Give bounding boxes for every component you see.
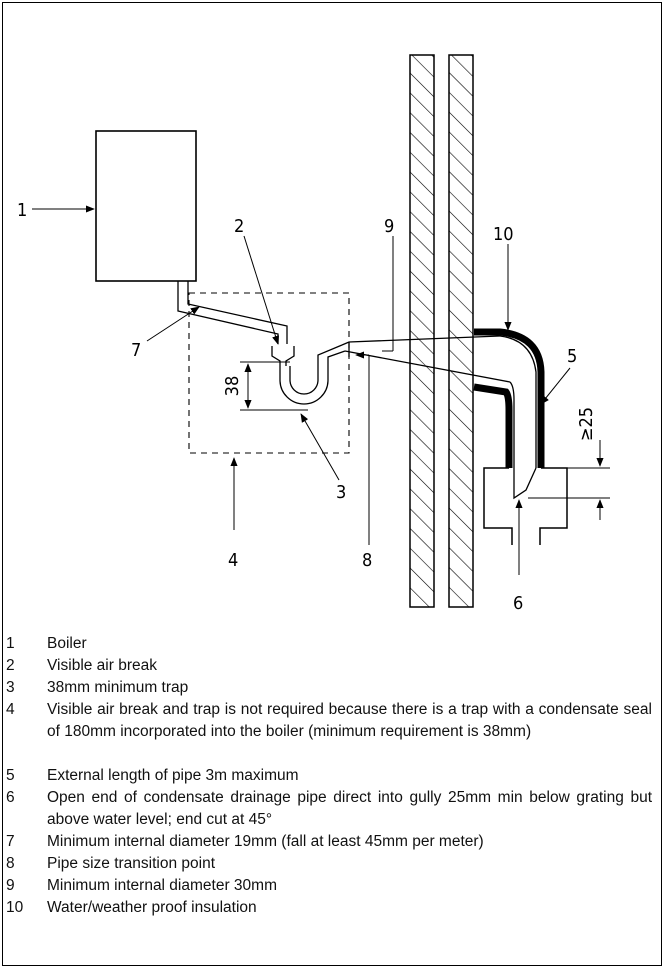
callout-4: 4 — [228, 550, 238, 571]
trap-dimension-label: 38 — [222, 376, 243, 397]
legend-text: Visible air break and trap is not requir… — [47, 701, 652, 740]
legend-item: 7 Minimum internal diameter 19mm (fall a… — [0, 831, 660, 853]
callout-2: 2 — [234, 216, 244, 237]
legend-number: 8 — [6, 855, 15, 872]
legend-text: Minimum internal diameter 30mm — [47, 877, 277, 894]
legend-text: 38mm minimum trap — [47, 679, 189, 696]
callout-10: 10 — [493, 224, 514, 245]
boiler-outlet-pipe — [177, 281, 288, 344]
legend-text: Open end of condensate drainage pipe dir… — [47, 789, 652, 828]
callout-5: 5 — [567, 346, 577, 367]
pipe-insulation — [473, 328, 545, 468]
main-drain-pipe — [341, 335, 537, 500]
callout-6: 6 — [513, 593, 523, 614]
grating-dimension — [528, 440, 610, 520]
air-break-funnel — [271, 346, 295, 366]
legend-item: 3 38mm minimum trap — [0, 677, 660, 699]
legend-number: 1 — [6, 635, 15, 652]
callout-1: 1 — [17, 200, 27, 221]
legend-item: 4 Visible air break and trap is not requ… — [0, 699, 660, 765]
legend-number: 7 — [6, 833, 15, 850]
callout-7: 7 — [131, 340, 141, 361]
trap-dimension — [240, 361, 308, 411]
legend-item: 1 Boiler — [0, 633, 660, 655]
legend-text: Water/weather proof insulation — [47, 899, 257, 916]
legend-item: 6 Open end of condensate drainage pipe d… — [0, 787, 660, 831]
wall — [409, 54, 474, 608]
legend-number: 4 — [6, 701, 15, 718]
legend-text: External length of pipe 3m maximum — [47, 767, 299, 784]
legend-item: 8 Pipe size transition point — [0, 853, 660, 875]
leader-lines — [32, 205, 571, 575]
gully — [483, 467, 568, 545]
legend-number: 3 — [6, 679, 15, 696]
condensate-diagram: 38 ≥25 1 2 9 10 5 7 3 4 8 6 — [17, 54, 610, 614]
legend-text: Minimum internal diameter 19mm (fall at … — [47, 833, 484, 850]
trap — [279, 344, 346, 405]
legend-text: Boiler — [47, 635, 87, 652]
legend-text: Pipe size transition point — [47, 855, 216, 872]
legend-item: 5 External length of pipe 3m maximum — [0, 765, 660, 787]
legend-item: 10 Water/weather proof insulation — [0, 897, 660, 919]
grating-dimension-label: ≥25 — [576, 407, 597, 441]
legend-number: 5 — [6, 767, 15, 784]
legend-number: 10 — [6, 899, 24, 916]
legend-number: 6 — [6, 789, 15, 806]
trap-zone-outline — [188, 292, 350, 454]
legend-number: 9 — [6, 877, 15, 894]
legend-item: 2 Visible air break — [0, 655, 660, 677]
boiler — [95, 130, 197, 282]
legend-text: Visible air break — [47, 657, 157, 674]
callout-9: 9 — [384, 216, 394, 237]
legend-item: 9 Minimum internal diameter 30mm — [0, 875, 660, 897]
callout-8: 8 — [362, 550, 372, 571]
legend-number: 2 — [6, 657, 15, 674]
callout-3: 3 — [336, 482, 346, 503]
